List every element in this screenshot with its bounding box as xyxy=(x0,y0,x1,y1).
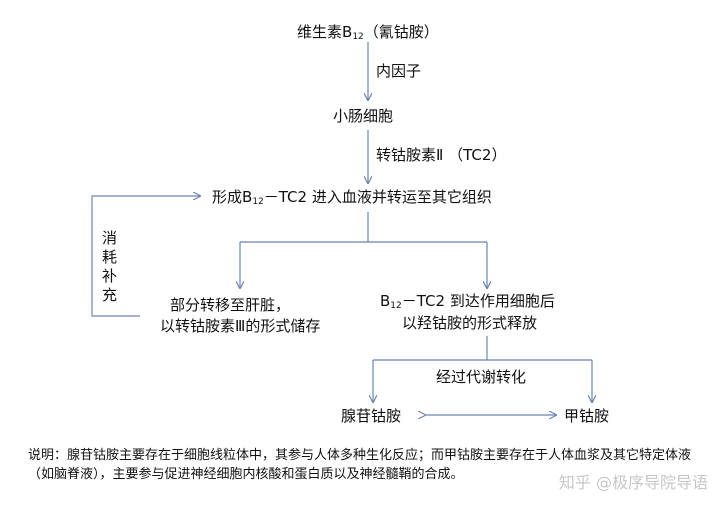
replenish-feedback-line xyxy=(91,196,200,317)
node-liver-storage-line1: 部分转移至肝脏， xyxy=(170,296,291,314)
node-small-intestine: 小肠细胞 xyxy=(333,107,394,125)
watermark: 知乎 @极序导院导语 xyxy=(558,473,708,492)
node-target-cells-line2: 以羟钴胺的形式释放 xyxy=(402,314,538,332)
label-transcobalamin-ii: 转钴胺素Ⅱ （TC2） xyxy=(376,146,507,164)
node-vitamin-b12: 维生素B12（氰钴胺） xyxy=(297,23,439,42)
label-metabolic-conversion: 经过代谢转化 xyxy=(436,368,527,386)
explanation-note: 说明：腺苷钴胺主要存在于细胞线粒体中，其参与人体多种生化反应；而甲钴胺主要存在于… xyxy=(28,448,692,482)
node-methylcobalamin: 甲钴胺 xyxy=(564,407,610,425)
label-intrinsic-factor: 内因子 xyxy=(376,62,422,80)
node-liver-storage-line2: 以转钴胺素Ⅲ的形式储存 xyxy=(160,317,321,335)
node-target-cells-line1: B12－TC2 到达作用细胞后 xyxy=(380,292,555,311)
node-formation-transport: 形成B12－TC2 进入血液并转运至其它组织 xyxy=(212,188,492,207)
label-replenish: 消耗补充 xyxy=(100,230,118,306)
node-adenosylcobalamin: 腺苷钴胺 xyxy=(341,407,402,425)
